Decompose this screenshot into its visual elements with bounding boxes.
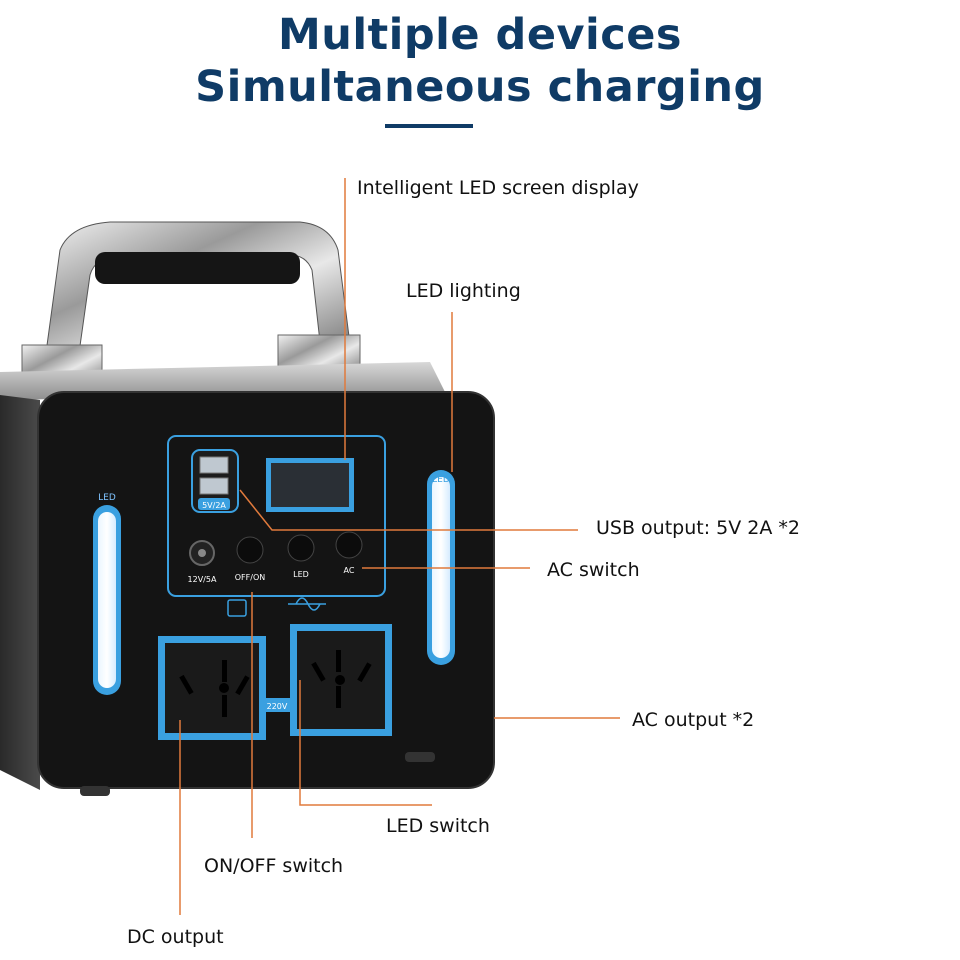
ac-wave-icon <box>288 597 326 611</box>
led-label-left: LED <box>98 493 116 503</box>
leader-usb <box>239 489 578 531</box>
carry-handle <box>21 221 361 388</box>
leader-led-switch <box>299 680 432 806</box>
led-button[interactable] <box>287 534 315 562</box>
headline-line-2: Simultaneous charging <box>195 62 765 112</box>
foot <box>405 752 435 762</box>
lcd-screen <box>266 458 354 512</box>
led-bar-left <box>93 505 121 695</box>
on-off-label: OFF/ON <box>235 573 265 582</box>
top-plate <box>0 362 445 400</box>
usb-ports <box>191 449 239 513</box>
led-button-label: LED <box>293 570 309 579</box>
foot <box>80 786 110 796</box>
leader-lines <box>179 178 620 915</box>
headline-line-1: Multiple devices <box>277 10 683 60</box>
usb-rating-label: 5V/2A <box>202 501 226 510</box>
headline-divider <box>385 124 473 128</box>
callout-onoff-switch: ON/OFF switch <box>204 855 344 877</box>
callout-led-lighting: LED lighting <box>406 280 521 302</box>
callout-screen-display: Intelligent LED screen display <box>357 177 639 199</box>
led-label-right: LED <box>432 475 450 485</box>
ac-outlet-left <box>158 636 266 740</box>
side-panel <box>0 395 40 790</box>
callout-ac-switch: AC switch <box>547 559 640 581</box>
callout-usb-output: USB output: 5V 2A *2 <box>596 517 800 539</box>
ac-outlet-right <box>290 624 392 736</box>
ac-button-label: AC <box>344 566 355 575</box>
ac-button[interactable] <box>335 531 363 559</box>
dc-port <box>189 540 215 566</box>
on-off-button[interactable] <box>236 536 264 564</box>
callout-ac-output: AC output *2 <box>632 709 755 731</box>
callout-dc-output: DC output <box>127 926 224 948</box>
callout-led-switch: LED switch <box>386 815 490 837</box>
socket-symbol-icon <box>227 599 247 617</box>
voltage-label: 220V <box>267 702 288 711</box>
dc-rating-label: 12V/5A <box>188 575 217 584</box>
control-panel-outline <box>167 435 386 597</box>
voltage-badge <box>262 698 292 712</box>
